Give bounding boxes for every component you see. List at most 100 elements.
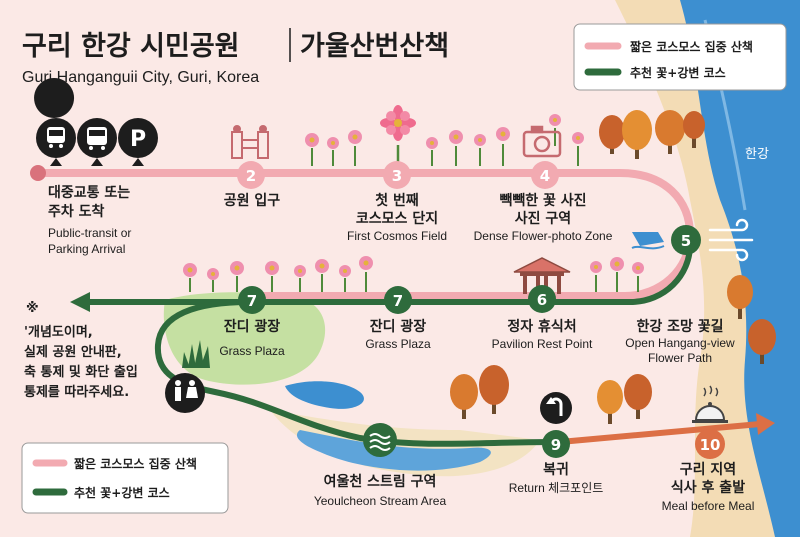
- stop-label-7a: 잔디 광장 Grass Plaza: [219, 318, 285, 358]
- svg-text:Public-transit or: Public-transit or: [48, 226, 131, 240]
- svg-text:잔디 광장: 잔디 광장: [370, 318, 427, 335]
- svg-text:Flower Path: Flower Path: [648, 351, 712, 365]
- gate-icon: [231, 125, 269, 159]
- stop-marker-6[interactable]: 6: [528, 285, 556, 313]
- svg-text:'개념도이며,: '개념도이며,: [24, 324, 93, 340]
- camera-icon: [522, 125, 562, 158]
- stop-label-stream: 여울천 스트림 구역 Yeoulcheon Stream Area: [314, 473, 447, 508]
- page-subtitle: Guri Hanganguii City, Guri, Korea: [22, 69, 259, 86]
- stop-marker-10[interactable]: 10: [695, 429, 725, 459]
- food-icon: [692, 385, 728, 423]
- svg-text:잔디 광장: 잔디 광장: [224, 318, 281, 335]
- svg-text:한강 조망 꽃길: 한강 조망 꽃길: [636, 318, 723, 335]
- legend-green-label: 추천 꽃+강변 코스: [630, 65, 726, 80]
- svg-text:9: 9: [551, 436, 561, 454]
- stop-marker-2[interactable]: 2: [237, 161, 265, 189]
- svg-text:2: 2: [246, 167, 256, 185]
- legend-pink-label: 짧은 코스모스 집중 산책: [630, 39, 753, 54]
- legend-bottom-green-label: 추천 꽃+강변 코스: [74, 485, 170, 500]
- stop-label-2: 공원 입구: [224, 193, 281, 209]
- wave-icon: [631, 232, 665, 250]
- legend-bottom: 짧은 코스모스 집중 산책 추천 꽃+강변 코스: [21, 442, 229, 514]
- parking-icon: P: [118, 118, 158, 166]
- svg-text:Parking Arrival: Parking Arrival: [48, 242, 125, 256]
- cosmos-flowers-top: [305, 114, 584, 166]
- tree-group-top: [599, 110, 705, 159]
- svg-text:첫 번째: 첫 번째: [375, 193, 419, 209]
- green-route: [77, 242, 693, 305]
- svg-text:7: 7: [393, 292, 403, 310]
- train-icon: [34, 78, 76, 166]
- pavilion-icon: [513, 257, 571, 294]
- svg-text:코스모스 단지: 코스모스 단지: [356, 210, 438, 227]
- grass-icon: [182, 340, 210, 368]
- stream-icon: [363, 423, 397, 457]
- stop-marker-9[interactable]: 9: [542, 430, 570, 458]
- han-river: [680, 0, 800, 537]
- stream-water: [285, 381, 364, 409]
- orange-route-arrow: [756, 413, 775, 435]
- svg-text:여울천 스트림 구역: 여울천 스트림 구역: [324, 473, 437, 490]
- tree-group-right: [727, 275, 776, 364]
- stop-marker-5[interactable]: 5: [671, 225, 701, 255]
- green-lower-route: [154, 299, 558, 447]
- svg-text:대중교통 또는: 대중교통 또는: [48, 185, 130, 201]
- svg-text:복귀: 복귀: [543, 461, 569, 478]
- stop-label-3: 첫 번째 코스모스 단지 First Cosmos Field: [347, 193, 447, 243]
- svg-text:실제 공원 안내판,: 실제 공원 안내판,: [24, 344, 122, 360]
- wind-icon: [708, 218, 754, 262]
- stop-marker-3[interactable]: 3: [383, 161, 411, 189]
- svg-text:Grass Plaza: Grass Plaza: [219, 344, 285, 358]
- return-icon[interactable]: [540, 392, 572, 424]
- tree-group-middle: [450, 365, 652, 424]
- svg-text:P: P: [130, 127, 146, 152]
- bus-icon: [77, 118, 117, 166]
- svg-text:Meal before Meal: Meal before Meal: [662, 499, 755, 513]
- legend-bottom-pink-label: 짧은 코스모스 집중 산책: [74, 456, 197, 471]
- disclaimer-note: ※ '개념도이며, 실제 공원 안내판, 축 통제 및 화단 출입 통제를 따라…: [24, 301, 138, 400]
- green-route-arrow: [70, 292, 90, 312]
- svg-text:Dense Flower-photo Zone: Dense Flower-photo Zone: [474, 229, 613, 243]
- svg-text:※: ※: [26, 301, 39, 316]
- cosmos-flowers-middle: [183, 256, 644, 292]
- stop-marker-4[interactable]: 4: [531, 161, 559, 189]
- svg-text:통제를 따라주세요.: 통제를 따라주세요.: [24, 384, 129, 400]
- start-pin[interactable]: [30, 165, 46, 181]
- svg-text:주차 도착: 주차 도착: [48, 203, 105, 220]
- svg-text:구리 지역: 구리 지역: [680, 461, 736, 478]
- page-title: 구리 한강 시민공원: [22, 31, 240, 62]
- svg-text:Return 체크포인트: Return 체크포인트: [509, 481, 604, 495]
- stop-marker-7b[interactable]: 7: [384, 286, 412, 314]
- stop-marker-7a[interactable]: 7: [238, 286, 266, 314]
- svg-text:Pavilion Rest Point: Pavilion Rest Point: [492, 337, 593, 351]
- river-label: 한강: [745, 147, 769, 162]
- svg-text:7: 7: [247, 292, 257, 310]
- stop-label-10: 구리 지역 식사 후 출발 Meal before Meal: [662, 461, 755, 513]
- svg-text:Yeoulcheon Stream Area: Yeoulcheon Stream Area: [314, 494, 447, 508]
- stop-label-9: 복귀 Return 체크포인트: [509, 461, 604, 495]
- svg-text:빽빽한 꽃 사진: 빽빽한 꽃 사진: [499, 192, 586, 209]
- orange-route: [557, 421, 763, 445]
- svg-text:사진 구역: 사진 구역: [515, 210, 571, 227]
- svg-text:6: 6: [537, 291, 547, 309]
- stop-label-5: 한강 조망 꽃길 Open Hangang-view Flower Path: [625, 318, 735, 365]
- page-title-suffix: 가울산번산책: [300, 31, 449, 62]
- svg-text:Grass Plaza: Grass Plaza: [365, 337, 431, 351]
- stop-label-start: 대중교통 또는 주차 도착 Public-transit or Parking …: [48, 185, 131, 256]
- svg-text:정자 휴식처: 정자 휴식처: [507, 318, 576, 335]
- svg-text:First Cosmos Field: First Cosmos Field: [347, 229, 447, 243]
- stream-water-2: [296, 430, 491, 471]
- stop-label-4: 빽빽한 꽃 사진 사진 구역 Dense Flower-photo Zone: [474, 192, 613, 243]
- svg-text:식사 후 출발: 식사 후 출발: [671, 479, 745, 496]
- stop-label-6: 정자 휴식처 Pavilion Rest Point: [492, 318, 593, 351]
- restroom-icon[interactable]: [165, 373, 205, 413]
- cosmos-icon: [380, 105, 416, 166]
- svg-text:3: 3: [392, 167, 402, 185]
- svg-text:Open Hangang-view: Open Hangang-view: [625, 336, 735, 350]
- legend-top: 짧은 코스모스 집중 산책 추천 꽃+강변 코스: [573, 23, 787, 91]
- svg-text:축 통제 및 화단 출입: 축 통제 및 화단 출입: [24, 364, 138, 380]
- svg-text:5: 5: [681, 232, 691, 250]
- svg-text:10: 10: [700, 436, 721, 454]
- stop-label-7b: 잔디 광장 Grass Plaza: [365, 318, 431, 351]
